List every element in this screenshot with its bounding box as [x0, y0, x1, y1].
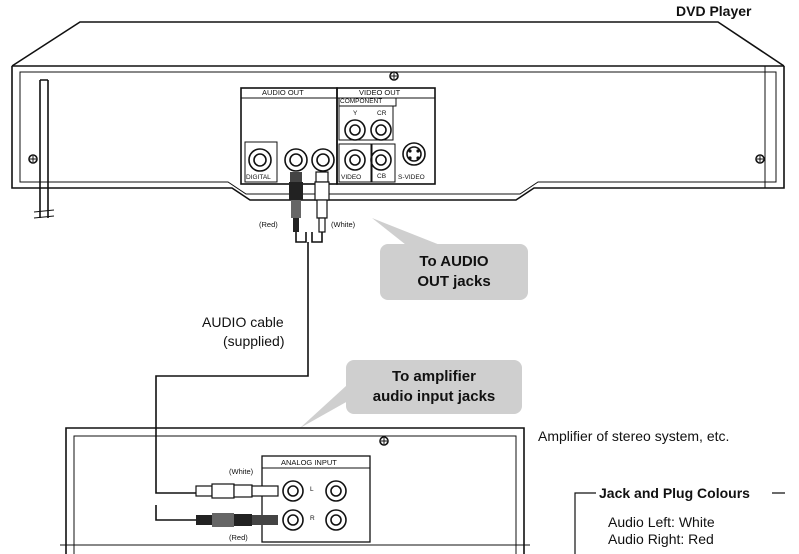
amp-r-label: R [310, 515, 315, 522]
amp-red-plug [196, 513, 278, 527]
dvd-player-title: DVD Player [676, 3, 752, 19]
video-label: VIDEO [341, 174, 362, 181]
screw-icons [28, 71, 765, 446]
amp-red-label: (Red) [229, 533, 248, 542]
cr-label: CR [377, 110, 387, 117]
dvd-white-plug [314, 171, 330, 233]
amp-white-plug [195, 483, 279, 499]
audio-out-callout-line1: To AUDIO [419, 253, 489, 270]
svideo-pins [408, 149, 420, 160]
svideo-label: S-VIDEO [398, 174, 425, 181]
amplifier-callout-line1: To amplifier [392, 368, 476, 385]
cable-label-line1: AUDIO cable [202, 314, 284, 330]
amplifier-callout: To amplifier audio input jacks [346, 360, 522, 414]
legend-left: Audio Left: White [608, 514, 715, 530]
audio-cable [155, 232, 323, 521]
video-out-label: VIDEO OUT [359, 88, 401, 97]
red-plug-label: (Red) [259, 220, 278, 229]
amplifier-jacks [282, 480, 347, 531]
audio-out-callout: To AUDIO OUT jacks [380, 244, 528, 300]
dvd-player-outline [11, 21, 785, 219]
amplifier-outline [60, 427, 530, 554]
amplifier-caption: Amplifier of stereo system, etc. [538, 428, 730, 444]
cb-label: CB [377, 173, 387, 180]
amplifier-callout-line2: audio input jacks [372, 388, 496, 405]
legend-title: Jack and Plug Colours [596, 486, 753, 500]
cable-label-line2: (supplied) [223, 333, 285, 349]
dvd-red-plug [289, 172, 303, 232]
component-label: COMPONENT [340, 98, 383, 105]
legend-bracket [574, 492, 785, 554]
white-plug-label: (White) [331, 220, 356, 229]
analog-input-label: ANALOG INPUT [281, 458, 337, 467]
amp-white-label: (White) [229, 467, 254, 476]
video-out-panel [336, 87, 436, 185]
audio-out-callout-line2: OUT jacks [417, 273, 491, 290]
digital-label: DIGITAL [246, 174, 271, 181]
audio-out-label: AUDIO OUT [262, 88, 304, 97]
y-label: Y [353, 110, 358, 117]
dvd-jacks [248, 119, 426, 172]
amp-l-label: L [310, 486, 314, 493]
legend-right: Audio Right: Red [608, 531, 714, 547]
